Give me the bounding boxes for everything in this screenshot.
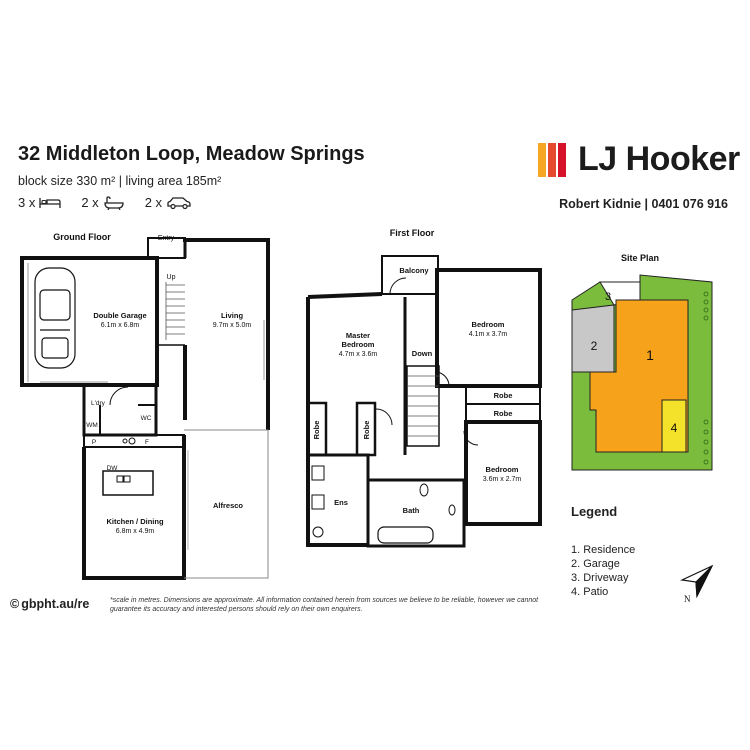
master-bedroom-label: Master xyxy=(346,331,370,340)
first-floor-title: First Floor xyxy=(390,228,435,238)
legend-list: 1. Residence 2. Garage 3. Driveway 4. Pa… xyxy=(571,543,635,599)
property-size-info: block size 330 m² | living area 185m² xyxy=(18,174,222,188)
master-bedroom-label-2: Bedroom xyxy=(342,340,375,349)
living-size: 9.7m x 5.0m xyxy=(213,322,252,329)
up-label: Up xyxy=(167,274,176,281)
wc-label: WC xyxy=(141,415,152,422)
copyright: © gbpht.au/re xyxy=(10,597,89,611)
bathroom-count: 2 x xyxy=(81,195,99,210)
site-plan xyxy=(571,274,713,471)
car-icon xyxy=(167,196,191,209)
fridge-label: F xyxy=(145,439,149,446)
dishwasher-label: DW xyxy=(107,465,119,472)
ensuite-label: Ens xyxy=(334,498,348,507)
legend-item: 4. Patio xyxy=(571,586,609,598)
robe-label-2: Robe xyxy=(362,421,371,440)
first-floor-plan xyxy=(306,255,542,548)
disclaimer: *scale in metres. Dimensions are approxi… xyxy=(110,597,539,613)
legend-item: 3. Driveway xyxy=(571,572,629,584)
bedroom3-label: Bedroom xyxy=(486,465,519,474)
car-count: 2 x xyxy=(144,195,163,210)
legend-item: 1. Residence xyxy=(571,544,636,556)
robe-label-1: Robe xyxy=(312,421,321,440)
robe-label-3: Robe xyxy=(494,391,513,400)
laundry-label: L'dry xyxy=(91,400,106,407)
car-drawing xyxy=(34,267,76,369)
north-arrow-icon: N xyxy=(679,564,714,604)
property-features: 3 x 2 x 2 x xyxy=(18,195,192,210)
copyright-text: gbpht.au/re xyxy=(21,597,90,611)
alfresco-label: Alfresco xyxy=(213,501,243,510)
bedroom-count: 3 x xyxy=(18,195,36,210)
legend-item: 2. Garage xyxy=(571,558,620,570)
brand-name: LJ Hooker xyxy=(578,140,740,178)
bedroom2-label: Bedroom xyxy=(472,320,505,329)
svg-text:N: N xyxy=(684,594,691,604)
entry-label: Entry xyxy=(158,235,175,242)
bath-label: Bath xyxy=(403,506,420,515)
copyright-icon: © xyxy=(10,597,20,611)
site-label-3: 3 xyxy=(605,291,611,303)
logo-bars xyxy=(538,142,566,177)
legend-title: Legend xyxy=(571,504,618,519)
kitchen-size: 6.8m x 4.9m xyxy=(116,528,155,535)
bed-icon xyxy=(39,198,61,208)
bedroom3-size: 3.6m x 2.7m xyxy=(483,476,522,483)
property-address: 32 Middleton Loop, Meadow Springs xyxy=(18,143,365,165)
lj-hooker-logo: LJ Hooker xyxy=(538,140,740,179)
living-label: Living xyxy=(221,311,244,320)
ground-floor-plan xyxy=(20,237,270,580)
bath-icon xyxy=(104,195,124,210)
kitchen-label: Kitchen / Dining xyxy=(106,517,164,526)
bedroom2-size: 4.1m x 3.7m xyxy=(469,331,508,338)
down-label: Down xyxy=(412,349,433,358)
robe-label-4: Robe xyxy=(494,409,513,418)
balcony-label: Balcony xyxy=(399,266,429,275)
ground-floor-title: Ground Floor xyxy=(53,232,111,242)
garage-label: Double Garage xyxy=(93,311,146,320)
wm-label: WM xyxy=(86,422,98,429)
site-plan-title: Site Plan xyxy=(621,253,659,263)
garage-size: 6.1m x 6.8m xyxy=(101,322,140,329)
master-bedroom-size: 4.7m x 3.6m xyxy=(339,351,378,358)
site-label-1: 1 xyxy=(646,347,654,363)
site-label-4: 4 xyxy=(671,421,678,435)
pantry-label: P xyxy=(92,439,96,446)
site-label-2: 2 xyxy=(591,339,598,353)
agent-contact: Robert Kidnie | 0401 076 916 xyxy=(559,197,728,211)
